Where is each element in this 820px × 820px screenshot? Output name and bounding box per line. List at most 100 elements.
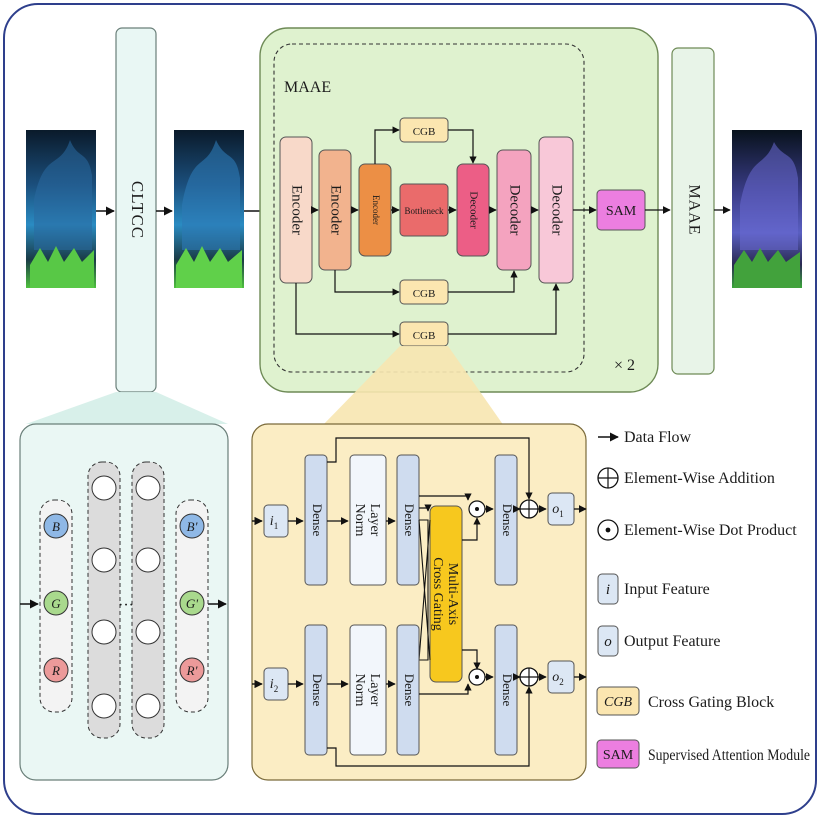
- corrected-image: [174, 130, 244, 288]
- hidden-node: [91, 475, 117, 501]
- cltcc-label: CLTCC: [128, 181, 147, 239]
- mag-cross-b: [418, 519, 431, 661]
- mag-to-dot2: [462, 649, 481, 670]
- dense-label-2b: Dense: [402, 674, 417, 707]
- decoder-label-3: Decoder: [549, 185, 565, 236]
- output-node-g-label: G': [186, 596, 198, 611]
- dense-label-1a: Dense: [310, 504, 325, 537]
- mag-crossing: [419, 519, 429, 661]
- encoder-label-3: Encoder: [371, 195, 381, 225]
- skip-top-in: [374, 126, 400, 164]
- legend-sam-icon: [596, 739, 640, 769]
- input-node-g: [43, 590, 69, 616]
- output-node-r-label: R': [186, 663, 198, 678]
- legend: Data Flow Element-Wise Addition Element-…: [596, 429, 810, 769]
- output-feature-o1-label: o1: [552, 502, 564, 519]
- output-node-b-label: B': [187, 519, 198, 534]
- cgb-label-mid: CGB: [413, 288, 436, 300]
- repeat-label: × 2: [614, 357, 635, 374]
- dense-block-2a: [304, 624, 328, 756]
- layer-norm-block-2: [349, 624, 387, 756]
- hidden-node: [91, 547, 117, 573]
- sam-label: SAM: [606, 204, 637, 219]
- legend-cgb-symbol: CGB: [604, 695, 632, 710]
- cgb-label-top: CGB: [413, 126, 436, 138]
- maae-block-2: [671, 47, 715, 375]
- decoder-label-2: Decoder: [507, 185, 523, 236]
- dense-block-2c: [494, 624, 518, 756]
- hidden-node: [135, 547, 161, 573]
- legend-cgb-icon: [596, 686, 640, 716]
- bottleneck-label: Bottleneck: [405, 206, 444, 216]
- dense-block-1a: [304, 454, 328, 586]
- dense-label-1c: Dense: [500, 504, 515, 537]
- encoder-label-1: Encoder: [289, 185, 305, 235]
- maae-right-label: MAAE: [685, 184, 702, 235]
- dense-label-1b: Dense: [402, 504, 417, 537]
- multi-axis-cross-gating-block: [429, 505, 463, 683]
- legend-sam-symbol: SAM: [603, 748, 634, 763]
- legend-output-symbol: o: [604, 634, 612, 650]
- residual-2: [327, 686, 533, 767]
- legend-dot-center: [605, 527, 611, 533]
- cgb-zoom-shade: [322, 346, 504, 426]
- legend-input-feature: Input Feature: [624, 581, 710, 598]
- hidden-node: [135, 619, 161, 645]
- dense-label-2a: Dense: [310, 674, 325, 707]
- mag-to-dot1: [462, 517, 481, 541]
- hidden-layer-group-1: [87, 461, 121, 739]
- legend-output-feature: Output Feature: [624, 633, 720, 650]
- decoder-label-1: Decoder: [467, 191, 479, 229]
- legend-element-add: Element-Wise Addition: [624, 470, 775, 487]
- output-feature-o2-label: o2: [552, 670, 564, 687]
- dense-label-2c: Dense: [500, 674, 515, 707]
- legend-sam-text: Supervised Attention Module: [648, 747, 810, 764]
- flow-dense2b-dot2: [419, 683, 472, 695]
- legend-input-symbol: i: [606, 582, 610, 598]
- cgb-label-bot: CGB: [413, 330, 436, 342]
- skip-mid-out: [448, 270, 518, 293]
- flow-dense1b-dot1: [419, 493, 472, 501]
- input-feature-i1-label: i1: [270, 514, 278, 531]
- hidden-layer-group-2: [131, 461, 165, 739]
- legend-cgb-text: Cross Gating Block: [648, 694, 774, 711]
- dense-block-2b: [396, 624, 420, 756]
- hidden-node: [135, 693, 161, 719]
- layer-norm-label-2: LayerNorm: [352, 674, 382, 707]
- hidden-node: [135, 475, 161, 501]
- dense-block-1c: [494, 454, 518, 586]
- legend-element-dot: Element-Wise Dot Product: [624, 522, 797, 539]
- legend-output-icon: [597, 625, 619, 657]
- input-node-r: [43, 657, 69, 683]
- hidden-ellipsis: ···: [118, 597, 134, 614]
- dot-product-1-center: [475, 507, 479, 511]
- input-image: [26, 130, 96, 288]
- output-node-b: [179, 513, 205, 539]
- input-node-b: [43, 513, 69, 539]
- skip-bot-out: [448, 283, 560, 335]
- skip-bot-in: [295, 283, 400, 338]
- output-node-g: [179, 590, 205, 616]
- legend-data-flow: Data Flow: [624, 429, 692, 446]
- hidden-node: [91, 619, 117, 645]
- hidden-node: [91, 693, 117, 719]
- layer-norm-block-1: [349, 454, 387, 586]
- flow-dense1b-mag: [419, 504, 432, 512]
- legend-input-icon: [597, 573, 619, 605]
- output-node-r: [179, 657, 205, 683]
- skip-mid-in: [334, 270, 400, 296]
- maae-title: MAAE: [284, 79, 331, 96]
- dot-product-2-center: [475, 675, 479, 679]
- residual-1: [327, 437, 533, 500]
- encoder-label-2: Encoder: [328, 185, 344, 235]
- input-node-r-label: R: [51, 663, 60, 678]
- skip-top-out: [448, 129, 477, 164]
- input-node-g-label: G: [51, 596, 61, 611]
- input-feature-i2-label: i2: [270, 677, 278, 694]
- multi-axis-label: Multi-AxisCross Gating: [430, 557, 460, 631]
- input-node-b-label: B: [52, 519, 60, 534]
- cltcc-zoom-shade: [26, 392, 228, 424]
- output-image: [732, 130, 802, 288]
- layer-norm-label-1: LayerNorm: [352, 504, 382, 537]
